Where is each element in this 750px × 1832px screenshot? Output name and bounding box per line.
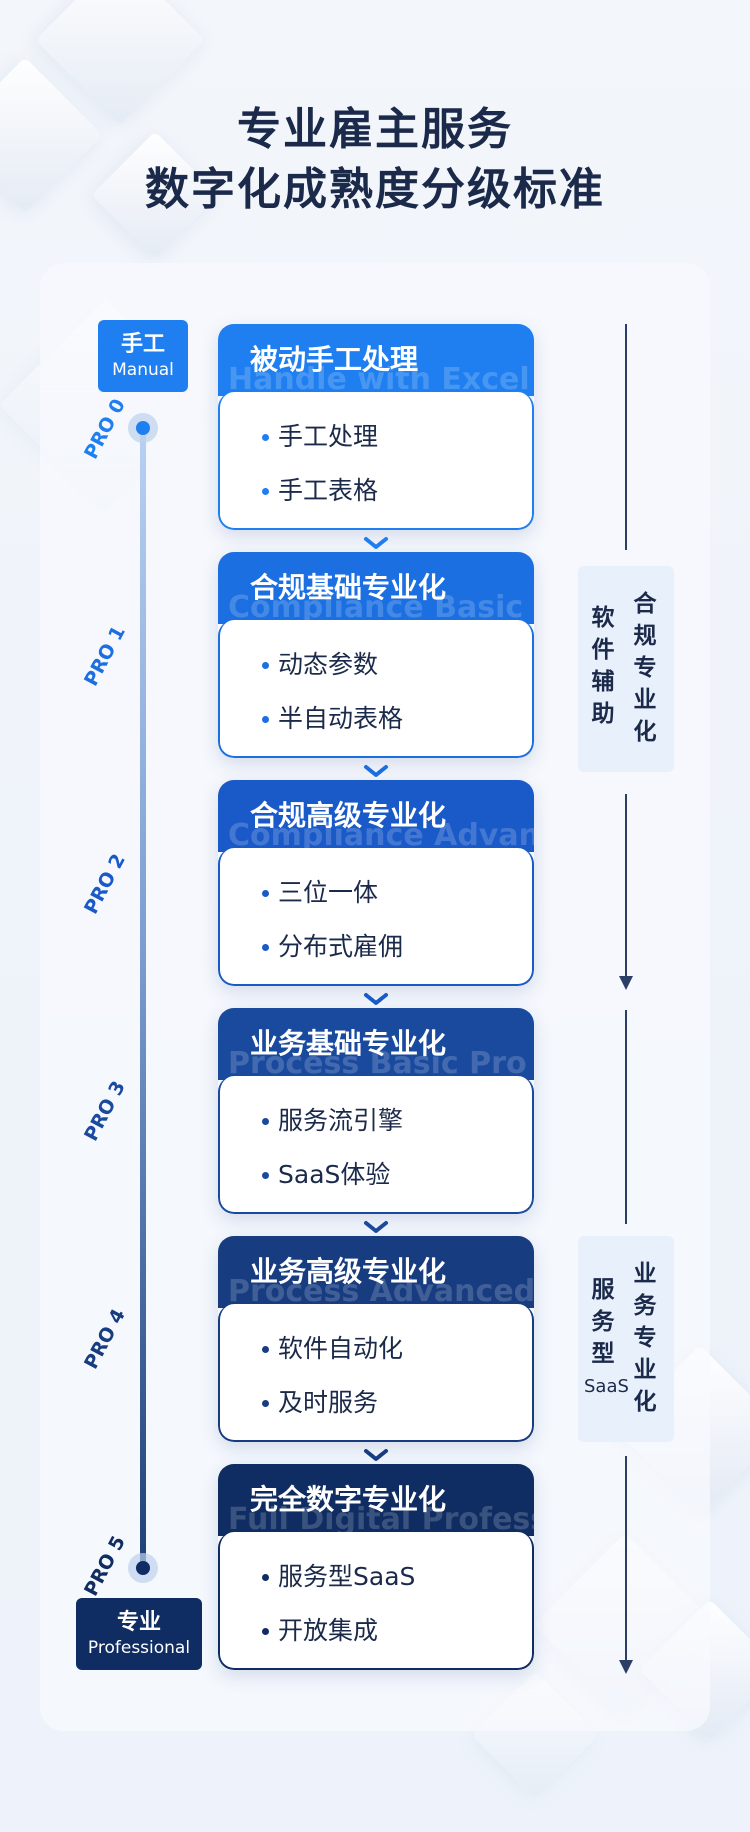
stage-card-1: Compliance Basic 合规基础专业化 动态参数 半自动表格 [218, 552, 534, 758]
stage-item: 分布式雇佣 [220, 920, 532, 974]
stage-title: 被动手工处理 [250, 343, 419, 376]
category-box-compliance: 软件辅助 合规专业化 [578, 566, 674, 772]
stage-card-body: 服务流引擎 SaaS体验 [218, 1076, 534, 1214]
bullet-icon [262, 890, 269, 897]
category-box-business: 服务型 SaaS 业务专业化 [578, 1236, 674, 1442]
stage-title: 合规高级专业化 [250, 799, 447, 832]
stage-card-5: Full Digital Professional 完全数字专业化 服务型Saa… [218, 1464, 534, 1670]
bullet-icon [262, 1346, 269, 1353]
stage-item: 手工表格 [220, 464, 532, 518]
stage-item: 三位一体 [220, 866, 532, 920]
chevron-down-icon [364, 1221, 388, 1233]
stage-item-text: 动态参数 [278, 650, 379, 679]
stage-item: 半自动表格 [220, 692, 532, 746]
stage-watermark: Compliance Basic [228, 590, 524, 624]
stage-card-body: 手工处理 手工表格 [218, 392, 534, 530]
stage-watermark: Process Basic Pro [228, 1046, 527, 1080]
stage-card-body: 服务型SaaS 开放集成 [218, 1532, 534, 1670]
stage-title: 合规基础专业化 [250, 571, 447, 604]
bullet-icon [262, 1172, 269, 1179]
stage-item-text: 及时服务 [278, 1388, 379, 1417]
category-main-label: 业务专业化 [633, 1261, 657, 1415]
stage-item-text: 开放集成 [278, 1616, 379, 1645]
bullet-icon [262, 944, 269, 951]
start-badge-cn: 手工 [120, 332, 165, 357]
stage-item: 及时服务 [220, 1376, 532, 1430]
stage-card-3: Process Basic Pro 业务基础专业化 服务流引擎 SaaS体验 [218, 1008, 534, 1214]
stage-item-text: 服务型SaaS [278, 1562, 416, 1591]
timeline-line [140, 428, 146, 1568]
stage-item: 软件自动化 [220, 1322, 532, 1376]
category-sub-label: 软件辅助 [591, 605, 615, 727]
page-title: 专业雇主服务 数字化成熟度分级标准 [0, 100, 750, 220]
stage-item: 服务型SaaS [220, 1550, 532, 1604]
stage-watermark: Handle with Excel [228, 362, 530, 396]
category-main-label: 合规专业化 [633, 591, 657, 745]
stage-card-header: Handle with Excel 被动手工处理 [218, 324, 534, 396]
stage-card-header: Compliance Basic 合规基础专业化 [218, 552, 534, 624]
stage-item: 服务流引擎 [220, 1094, 532, 1148]
bracket-line [625, 324, 627, 550]
stage-card-2: Compliance Advanced 合规高级专业化 三位一体 分布式雇佣 [218, 780, 534, 986]
stage-card-0: Handle with Excel 被动手工处理 手工处理 手工表格 [218, 324, 534, 530]
chevron-down-icon [364, 537, 388, 549]
category-sub-label: 服务型 [591, 1277, 615, 1367]
end-badge: 专业 Professional [76, 1598, 202, 1670]
stage-item: SaaS体验 [220, 1148, 532, 1202]
arrow-down-icon [619, 1660, 633, 1674]
stage-card-header: Process Advanced 业务高级专业化 [218, 1236, 534, 1308]
stage-item-text: 服务流引擎 [278, 1106, 404, 1135]
stage-card-header: Compliance Advanced 合规高级专业化 [218, 780, 534, 852]
stage-item-text: 半自动表格 [278, 704, 404, 733]
stage-watermark: Full Digital Professional [228, 1502, 534, 1536]
bullet-icon [262, 1574, 269, 1581]
chevron-down-icon [364, 993, 388, 1005]
stage-item: 开放集成 [220, 1604, 532, 1658]
bullet-icon [262, 1400, 269, 1407]
stage-item: 动态参数 [220, 638, 532, 692]
end-badge-en: Professional [87, 1638, 191, 1658]
stage-card-header: Process Basic Pro 业务基础专业化 [218, 1008, 534, 1080]
stage-item-text: SaaS体验 [278, 1160, 391, 1189]
category-sub-extra: SaaS [584, 1376, 629, 1397]
bracket-line [625, 794, 627, 978]
bullet-icon [262, 662, 269, 669]
stage-watermark: Process Advanced [228, 1274, 534, 1308]
stage-title: 业务高级专业化 [250, 1255, 447, 1288]
bracket-line [625, 1456, 627, 1662]
stage-card-body: 软件自动化 及时服务 [218, 1304, 534, 1442]
stage-item: 手工处理 [220, 410, 532, 464]
bracket-line [625, 1010, 627, 1224]
bullet-icon [262, 1118, 269, 1125]
stage-card-4: Process Advanced 业务高级专业化 软件自动化 及时服务 [218, 1236, 534, 1442]
stage-card-header: Full Digital Professional 完全数字专业化 [218, 1464, 534, 1536]
start-badge-en: Manual [112, 360, 174, 380]
stage-card-body: 三位一体 分布式雇佣 [218, 848, 534, 986]
stage-title: 完全数字专业化 [250, 1483, 447, 1516]
stage-item-text: 三位一体 [278, 878, 379, 907]
stage-item-text: 软件自动化 [278, 1334, 404, 1363]
stage-item-text: 手工处理 [278, 422, 379, 451]
stage-card-body: 动态参数 半自动表格 [218, 620, 534, 758]
page-title-line1: 专业雇主服务 [237, 104, 513, 155]
timeline-node-end [128, 1553, 158, 1583]
bullet-icon [262, 1628, 269, 1635]
stage-title: 业务基础专业化 [250, 1027, 447, 1060]
bullet-icon [262, 434, 269, 441]
page-title-line2: 数字化成熟度分级标准 [145, 164, 605, 215]
chevron-down-icon [364, 1449, 388, 1461]
stage-item-text: 分布式雇佣 [278, 932, 404, 961]
stage-item-text: 手工表格 [278, 476, 379, 505]
timeline-node-start [128, 413, 158, 443]
stage-watermark: Compliance Advanced [228, 818, 534, 852]
chevron-down-icon [364, 765, 388, 777]
arrow-down-icon [619, 976, 633, 990]
end-badge-cn: 专业 [116, 1610, 161, 1635]
bullet-icon [262, 488, 269, 495]
bullet-icon [262, 716, 269, 723]
start-badge: 手工 Manual [98, 320, 188, 392]
